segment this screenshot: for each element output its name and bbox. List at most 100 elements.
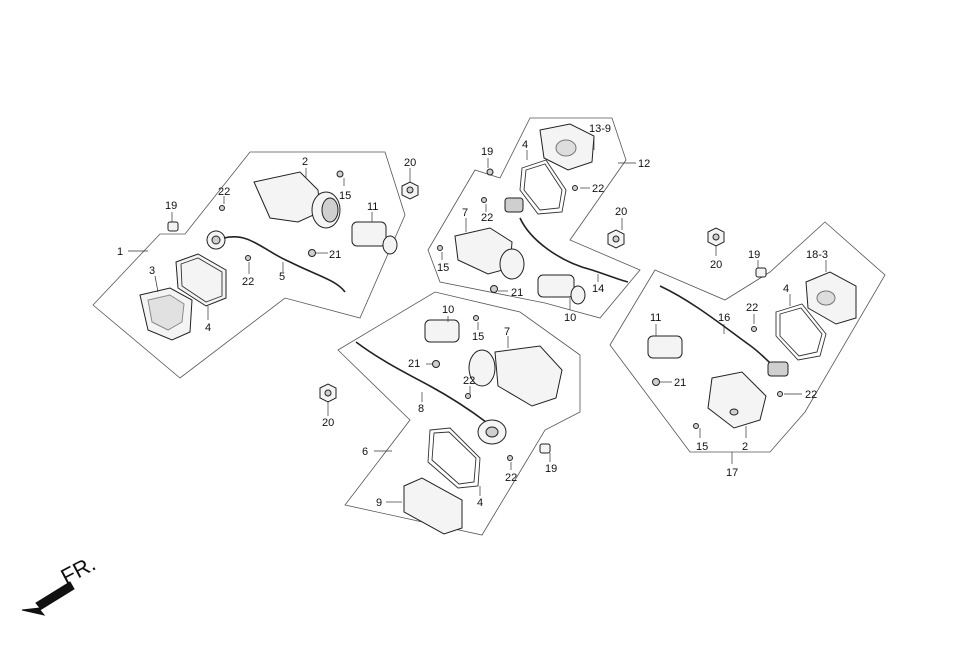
callout-label: 6 [362,446,368,458]
assembly-17-boundary [609,221,886,453]
bolt-part [473,315,479,321]
callout-label: 22 [592,183,604,195]
rear-socket-part [504,197,524,213]
wire-harness-part [223,236,346,293]
callout-label: 20 [404,157,416,169]
bolt-part [336,170,344,178]
rear-relay-end-part [570,285,586,305]
assembly-1-boundary [92,151,406,379]
front-socket-inner-part [485,426,499,438]
assembly-6 [319,291,581,536]
callout-label: 8 [418,403,424,415]
front-housing-stem-part [468,349,496,387]
housing-stem-end-part [321,197,339,223]
callout-label: 19 [545,463,557,475]
relay-part [351,221,387,247]
direction-indicator: FR. [21,551,100,616]
bolt-part [245,255,251,261]
screw-part [490,285,498,293]
callout-label: 22 [805,389,817,401]
callout-label: 4 [522,139,528,151]
callout-label: 1 [117,246,123,258]
r-housing-part [707,371,767,429]
nut-hole-part [406,186,414,194]
callout-label: 10 [442,304,454,316]
r-gasket-inner-part [779,307,823,357]
r-lens-boss-part [816,290,836,306]
callout-label: 10 [564,312,576,324]
callout-label: 7 [504,326,510,338]
callout-label: 4 [205,322,211,334]
assembly-12-boundary [427,117,641,319]
callout-label: 4 [783,283,789,295]
bolt-part [437,245,443,251]
front-relay-part [424,319,460,343]
front-gasket-inner-part [431,431,477,485]
callout-label: 3 [149,265,155,277]
grommet-part [755,267,767,278]
front-wire-harness-part [355,341,487,423]
callout-label: 21 [408,358,420,370]
rear-lens-boss-part [555,139,577,157]
rear-housing-stem-part [499,248,525,280]
bolt-part [751,326,757,332]
callout-label: 15 [696,441,708,453]
callout-label: 22 [242,276,254,288]
rear-relay-part [537,274,575,298]
bolt-part [486,168,494,176]
callout-label: 19 [481,146,493,158]
callout-label: 15 [437,262,449,274]
nut-hole-part [712,233,720,241]
callout-label: 18-3 [806,249,828,261]
callout-label: 15 [472,331,484,343]
nut-hole-part [612,235,620,243]
callout-label: 9 [376,497,382,509]
bolt-part [572,185,578,191]
callout-label: 19 [748,249,760,261]
callout-label: 20 [615,206,627,218]
rear-gasket-inner-part [523,163,563,211]
bolt-part [507,455,513,461]
direction-label: FR. [57,551,100,590]
callout-label: 22 [463,375,475,387]
bolt-part [219,205,225,211]
grommet-part [539,443,551,454]
bolt-part [465,393,471,399]
callout-label: 20 [710,259,722,271]
r-gasket-part [775,303,827,361]
lens-inner-part [147,294,185,331]
housing-part [253,171,321,223]
callout-label: 5 [279,271,285,283]
front-arrow-icon [21,581,75,616]
callout-label: 11 [650,312,661,324]
callout-label: 16 [718,312,730,324]
callout-label: 13-9 [589,123,611,135]
callout-label: 7 [462,207,468,219]
screw-part [652,378,660,386]
nut-hole-part [324,389,332,397]
callout-label: 2 [302,156,308,168]
callout-label: 4 [477,497,483,509]
grommet-part [167,221,179,232]
callout-label: 14 [592,283,604,295]
screw-part [308,249,316,257]
callout-label: 15 [339,190,351,202]
callout-label: 2 [742,441,748,453]
callout-labels: 1 2 3 4 5 11 15 19 20 21 22 22 12 13-9 4… [117,123,828,509]
socket-inner-part [211,235,221,245]
bolt-part [693,423,699,429]
leader-line [154,275,159,293]
assembly-17 [609,221,886,464]
callout-label: 22 [505,472,517,484]
front-gasket-part [427,427,481,489]
r-relay-part [647,335,683,359]
callout-label: 22 [218,186,230,198]
assembly-6-boundary [337,291,581,536]
rear-gasket-part [519,159,567,215]
callout-label: 21 [329,249,341,261]
callout-label: 21 [511,287,523,299]
callout-label: 12 [638,158,650,170]
assembly-1 [92,151,419,379]
callout-label: 11 [367,201,378,213]
